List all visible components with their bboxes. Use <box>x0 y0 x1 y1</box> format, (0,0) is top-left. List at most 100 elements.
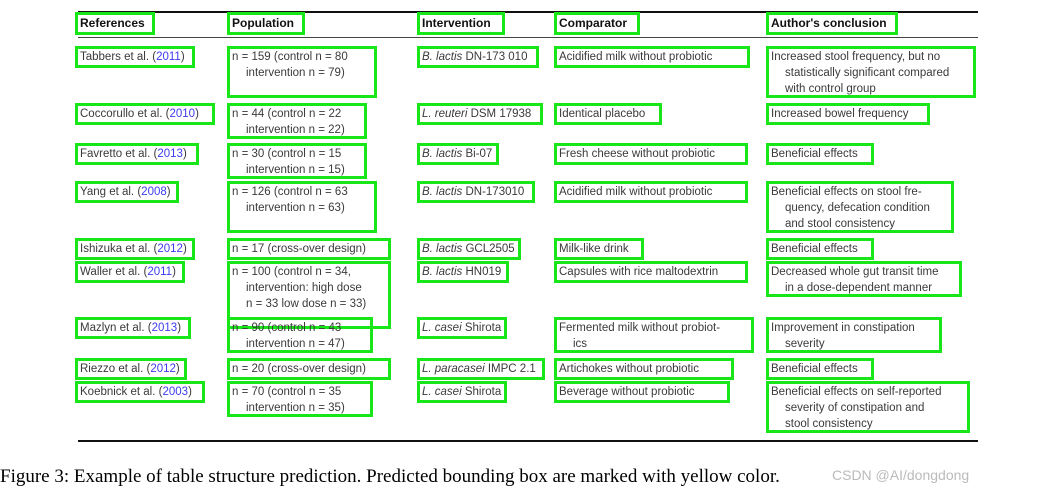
conclusion-line: Increased bowel frequency <box>771 108 909 120</box>
intervention-strain: Shirota <box>461 386 502 398</box>
intervention-species: L. casei <box>422 386 462 398</box>
population-line: intervention n = 35) <box>246 402 345 414</box>
table-figure: References Population Intervention Compa… <box>75 11 978 442</box>
intervention-box <box>417 143 499 165</box>
reference-box <box>75 358 187 380</box>
reference-year: 2003 <box>162 386 189 398</box>
intervention-box <box>417 103 543 125</box>
conclusion-cell: Decreased whole gut transit time in a dos… <box>771 264 938 296</box>
comparator-line: Milk-like drink <box>559 243 629 255</box>
conclusion-line: Decreased whole gut transit time <box>771 266 939 278</box>
conclusion-line: Beneficial effects <box>771 243 858 255</box>
comparator-cell: Acidified milk without probiotic <box>559 184 712 200</box>
conclusion-box <box>766 103 930 125</box>
population-cell: n = 20 (cross-over design) <box>232 361 366 377</box>
population-box <box>227 358 391 380</box>
comparator-line: Acidified milk without probiotic <box>559 186 713 198</box>
population-line: n = 70 (control n = 35 <box>232 386 342 398</box>
comparator-line: Acidified milk without probiotic <box>559 51 713 63</box>
comparator-cell: Capsules with rice maltodextrin <box>559 264 718 280</box>
comparator-box <box>554 358 734 380</box>
comparator-line: Capsules with rice maltodextrin <box>559 266 719 278</box>
population-line: n = 44 (control n = 22 <box>232 108 342 120</box>
intervention-box <box>417 181 535 203</box>
comparator-cell: Identical placebo <box>559 106 645 122</box>
intervention-strain: DN-173 010 <box>462 51 528 63</box>
intervention-box <box>417 46 539 68</box>
reference-year: 2008 <box>141 186 167 198</box>
comparator-line: Fermented milk without probiot- <box>559 322 721 334</box>
reference-box <box>75 381 205 403</box>
conclusion-line: Improvement in constipation <box>771 322 915 334</box>
conclusion-line: in a dose-dependent manner <box>785 282 933 294</box>
table-bottom-rule <box>78 440 978 442</box>
intervention-box <box>417 381 507 403</box>
population-cell: n = 17 (cross-over design) <box>232 241 366 257</box>
reference-year: 2012 <box>150 363 176 375</box>
reference-year: 2013 <box>157 148 183 160</box>
intervention-species: B. lactis <box>422 51 463 63</box>
population-line: n = 100 (control n = 34, <box>232 266 351 278</box>
population-box <box>227 46 377 98</box>
conclusion-line: severity <box>785 338 825 350</box>
comparator-line: Fresh cheese without probiotic <box>559 148 715 160</box>
population-line: n = 17 (cross-over design) <box>232 243 366 255</box>
comparator-line: ics <box>573 338 588 350</box>
header-comparator: Comparator <box>559 16 628 30</box>
watermark: CSDN @AI/dongdong <box>832 467 970 483</box>
reference-cell: Riezzo et al. (2012) <box>80 363 180 375</box>
comparator-box <box>554 103 662 125</box>
conclusion-box <box>766 181 954 233</box>
conclusion-cell: Beneficial effects on stool fre-quency, … <box>771 184 930 232</box>
header-references: References <box>80 16 145 30</box>
comparator-cell: Artichokes without probiotic <box>559 361 699 377</box>
figure-caption: Figure 3: Example of table structure pre… <box>0 466 780 487</box>
conclusion-box <box>766 238 874 260</box>
population-line: n = 159 (control n = 80 <box>232 51 348 63</box>
reference-cell: Yang et al. (2008) <box>80 186 171 198</box>
reference-box <box>75 181 179 203</box>
comparator-cell: Acidified milk without probiotic <box>559 49 712 65</box>
intervention-cell: L. paracasei IMPC 2.1 <box>422 361 536 377</box>
population-line: n = 126 (control n = 63 <box>232 186 348 198</box>
intervention-cell: B. lactis HN019 <box>422 264 501 280</box>
reference-cell: Ishizuka et al. (2012) <box>80 243 187 255</box>
intervention-strain: IMPC 2.1 <box>484 363 536 375</box>
reference-year: 2012 <box>157 243 183 255</box>
table-top-rule <box>78 11 978 13</box>
population-cell: n = 70 (control n = 35 intervention n = 3… <box>232 384 345 416</box>
reference-author: Coccorullo et al. <box>80 108 163 120</box>
reference-author: Riezzo et al. <box>80 363 144 375</box>
population-line: n = 33 low dose n = 33) <box>246 298 367 310</box>
intervention-species: B. lactis <box>422 243 463 255</box>
population-line: intervention n = 63) <box>246 202 345 214</box>
comparator-cell: Fermented milk without probiot-ics <box>559 320 720 352</box>
population-line: n = 90 (control n = 43 <box>232 322 342 334</box>
reference-cell: Tabbers et al. (2011) <box>80 51 185 63</box>
intervention-cell: L. casei Shirota <box>422 384 501 400</box>
conclusion-box <box>766 46 976 98</box>
reference-year: 2011 <box>156 51 181 63</box>
population-cell: n = 100 (control n = 34,intervention: hi… <box>232 264 366 312</box>
population-cell: n = 126 (control n = 63 intervention n = … <box>232 184 348 216</box>
table-header-rule <box>78 37 978 38</box>
header-intervention: Intervention <box>422 16 491 30</box>
intervention-species: L. reuteri <box>422 108 468 120</box>
intervention-box <box>417 317 507 339</box>
comparator-box <box>554 381 730 403</box>
reference-author: Yang et al. <box>80 186 135 198</box>
header-conclusion-box <box>766 12 898 35</box>
comparator-box <box>554 46 750 68</box>
reference-box <box>75 103 215 125</box>
comparator-box <box>554 317 754 353</box>
reference-box <box>75 143 199 165</box>
conclusion-line: and stool consistency <box>785 218 895 230</box>
intervention-cell: L. casei Shirota <box>422 320 501 336</box>
intervention-box <box>417 261 509 283</box>
intervention-strain: GCL2505 <box>462 243 515 255</box>
conclusion-line: quency, defecation condition <box>785 202 930 214</box>
reference-cell: Coccorullo et al. (2010) <box>80 108 199 120</box>
population-box <box>227 238 391 260</box>
